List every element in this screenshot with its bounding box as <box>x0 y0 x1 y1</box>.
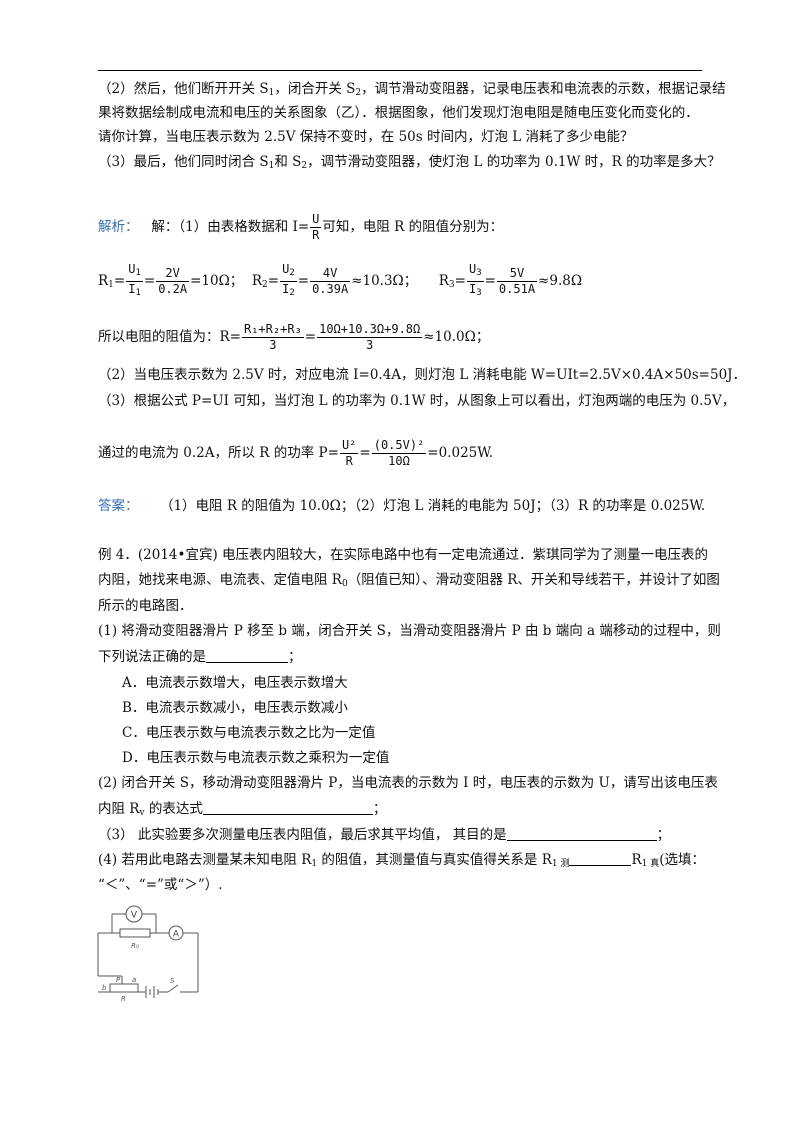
analysis-part2: （2）当电压表示数为 2.5V 时，对应电流 I=0.4A，则灯泡 L 消耗电能… <box>98 367 747 383</box>
part3-line: （3）最后，他们同时闭合 S1和 S2，调节滑动变阻器，使灯泡 L 的功率为 0… <box>98 154 721 171</box>
rheostat-label: R <box>121 995 126 1002</box>
answer-blank-2[interactable] <box>202 800 373 815</box>
part2-line3: 请你计算，当电压表示数为 2.5V 保持不变时，在 50s 时间内，灯泡 L 消… <box>98 129 634 145</box>
header-rule <box>98 70 702 71</box>
example4-line1: 例 4．(2014•宜宾) 电压表内阻较大，在实际电路中也有一定电流通过．紫琪同… <box>98 547 709 563</box>
circuit-diagram: V A R₀ b P a R S <box>97 905 199 1002</box>
question2-line1: (2) 闭合开关 S，移动滑动变阻器滑片 P，当电流表的示数为 I 时，电压表的… <box>98 775 718 791</box>
r0-label: R₀ <box>131 942 139 950</box>
analysis-label: 解析： <box>98 219 139 235</box>
question1-line2: 下列说法正确的是； <box>98 648 302 665</box>
terminal-b-label: b <box>102 984 107 992</box>
question3-line: （3） 此实验要多次测量电压表内阻值，最后求其平均值， 其目的是； <box>98 826 671 843</box>
slider-p-label: P <box>116 976 121 984</box>
ammeter-label: A <box>173 930 180 940</box>
option-d: D．电压表示数与电流表示数之乘积为一定值 <box>122 750 390 766</box>
voltmeter-label: V <box>131 911 138 921</box>
example4-line3: 所示的电路图． <box>98 598 193 614</box>
answer-label: 答案： <box>98 498 139 514</box>
answer-blank-4[interactable] <box>569 851 632 866</box>
answer-line: 答案： （1）电阻 R 的阻值为 10.0Ω；（2）灯泡 L 消耗的电能为 50… <box>98 498 706 514</box>
question2-line2: 内阻 Rv 的表达式； <box>98 800 387 818</box>
question4-line2: “＜”、“=”或“＞”）. <box>98 877 223 893</box>
answer-blank-3[interactable] <box>506 826 657 841</box>
analysis-part3: （3）根据公式 P=UI 可知，当灯泡 L 的功率为 0.1W 时，从图象上可以… <box>98 393 736 409</box>
option-c: C．电压表示数与电流表示数之比为一定值 <box>122 725 376 741</box>
part2-line2: 果将数据绘制成电流和电压的关系图象（乙）．根据图象，他们发现灯泡电阻是随电压变化… <box>98 105 699 121</box>
example4-line2: 内阻，她找来电源、电流表、定值电阻 R0（阻值已知）、滑动变阻器 R、开关和导线… <box>98 572 720 589</box>
option-b: B．电流表示数减小，电压表示数减小 <box>122 700 348 716</box>
part2-line1: （2）然后，他们断开开关 S1，闭合开关 S2，调节滑动变阻器，记录电压表和电流… <box>98 81 726 98</box>
answer-blank-1[interactable] <box>206 648 288 663</box>
ammeter-icon <box>168 925 184 941</box>
question4-line1: (4) 若用此电路去测量某未知电阻 R1 的阻值，其测量值与真实值得关系是 R1… <box>98 851 705 869</box>
switch-label: S <box>170 977 175 985</box>
question1-line1: (1) 将滑动变阻器滑片 P 移至 b 端，闭合开关 S，当滑动变阻器滑片 P … <box>98 623 721 639</box>
voltmeter-icon <box>125 905 143 923</box>
terminal-a-label: a <box>132 976 136 984</box>
option-a: A．电流表示数增大，电压表示数增大 <box>122 675 348 691</box>
